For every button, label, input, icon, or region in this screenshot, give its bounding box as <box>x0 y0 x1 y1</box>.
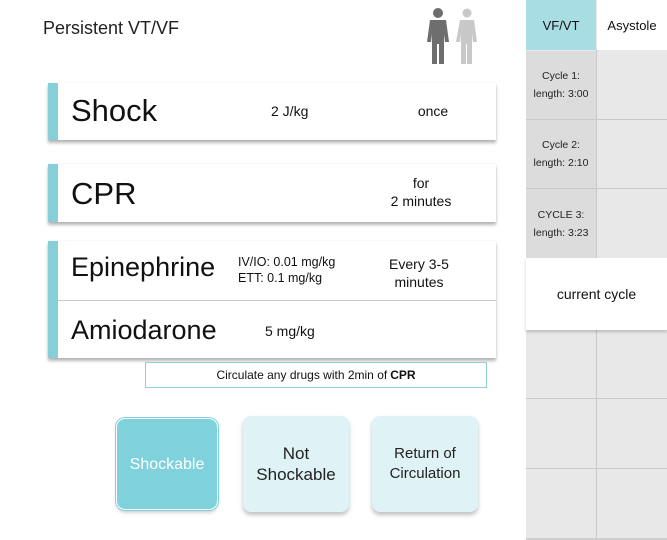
amiodarone-dose: 5 mg/kg <box>265 323 315 339</box>
cycle-1-cell[interactable]: Cycle 1: length: 3:00 <box>526 51 596 119</box>
cpr-timing-line1: for <box>412 175 430 191</box>
epinephrine-timing-line2: minutes <box>394 274 444 290</box>
epinephrine-timing-line1: Every 3-5 <box>389 256 449 272</box>
grid-row-line <box>526 119 667 120</box>
cpr-label: CPR <box>71 176 137 211</box>
cycle-2-length: length: 2:10 <box>533 157 589 169</box>
not-shockable-button[interactable]: Not Shockable <box>243 416 349 512</box>
column-header-vf-vt[interactable]: VF/VT <box>526 0 596 50</box>
rosc-line2: Circulation <box>389 465 461 482</box>
grid-bottom-edge <box>526 538 667 540</box>
epinephrine-timing: Every 3-5 minutes <box>376 255 462 291</box>
cpr-timing-line2: 2 minutes <box>390 193 452 209</box>
current-cycle-row[interactable]: current cycle <box>526 258 667 330</box>
cycle-2-cell[interactable]: Cycle 2: length: 2:10 <box>526 120 596 188</box>
cpr-card: CPR for 2 minutes <box>48 164 496 222</box>
return-of-circulation-label: Return of Circulation <box>390 444 461 484</box>
not-shockable-line1: Not <box>282 444 310 463</box>
rosc-line1: Return of <box>394 445 456 462</box>
column-header-asystole[interactable]: Asystole <box>597 0 667 50</box>
not-shockable-label: Not Shockable <box>256 443 335 485</box>
shock-timing: once <box>417 103 449 119</box>
epinephrine-dose-iv: IV/IO: 0.01 mg/kg <box>238 255 336 269</box>
cycle-3-label: CYCLE 3: <box>537 208 585 221</box>
cycle-1-label: Cycle 1: <box>542 70 580 82</box>
grid-row-line <box>526 398 667 399</box>
cycle-3-cell[interactable]: CYCLE 3: length: 3:23 <box>526 189 596 258</box>
return-of-circulation-button[interactable]: Return of Circulation <box>372 416 478 512</box>
cycle-1-length: length: 3:00 <box>533 88 589 100</box>
grid-row-line <box>526 188 667 189</box>
cycle-3-length: length: 3:23 <box>533 226 589 239</box>
grid-row-line <box>526 468 667 469</box>
epinephrine-dose-ett: ETT: 0.1 mg/kg <box>238 271 323 285</box>
amiodarone-label: Amiodarone <box>71 315 217 345</box>
shock-label: Shock <box>71 93 158 128</box>
note-text: Circulate any drugs with 2min of <box>216 368 388 382</box>
note-emphasis: CPR <box>390 368 416 382</box>
drugs-divider <box>58 300 496 301</box>
two-person-silhouettes-icon <box>427 8 477 64</box>
cpr-timing: for 2 minutes <box>376 174 466 210</box>
shock-card: Shock 2 J/kg once <box>48 83 496 140</box>
page-title: Persistent VT/VF <box>43 18 180 38</box>
shock-dose: 2 J/kg <box>271 103 309 119</box>
epinephrine-label: Epinephrine <box>71 252 216 282</box>
cycle-2-label: Cycle 2: <box>542 139 580 151</box>
shockable-button[interactable]: Shockable <box>117 419 217 509</box>
epinephrine-dose: IV/IO: 0.01 mg/kg ETT: 0.1 mg/kg <box>238 254 335 286</box>
not-shockable-line2: Shockable <box>256 465 336 484</box>
shockable-label: Shockable <box>129 455 205 473</box>
drugs-card: Epinephrine IV/IO: 0.01 mg/kg ETT: 0.1 m… <box>48 241 496 358</box>
